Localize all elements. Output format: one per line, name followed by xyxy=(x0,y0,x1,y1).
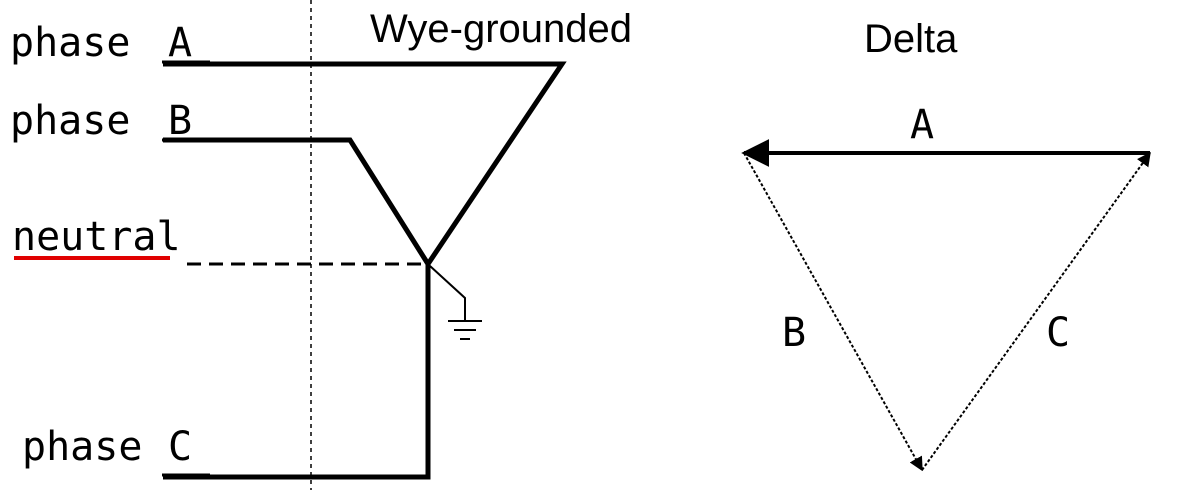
delta-label-c: C xyxy=(1046,310,1070,356)
svg-text:phase: phase xyxy=(22,424,142,470)
phase-a-label: phase A xyxy=(10,20,210,66)
svg-text:B: B xyxy=(168,98,192,144)
delta-label-a: A xyxy=(910,102,934,148)
delta-connection: A B C xyxy=(741,102,1151,472)
delta-label-b: B xyxy=(782,310,806,356)
phase-b-label: phase B xyxy=(10,98,210,144)
neutral-label: neutral xyxy=(12,214,181,260)
delta-title: Delta xyxy=(864,17,958,61)
phase-a-wire xyxy=(163,61,567,266)
svg-text:A: A xyxy=(168,20,192,66)
phase-c-wire xyxy=(163,264,431,480)
wye-connection xyxy=(163,61,567,480)
svg-text:C: C xyxy=(168,424,192,470)
wye-title: Wye-grounded xyxy=(370,7,632,51)
ground-icon xyxy=(429,265,482,340)
delta-side-b xyxy=(743,152,923,472)
phase-b-wire xyxy=(163,137,431,266)
svg-text:phase: phase xyxy=(10,98,130,144)
svg-text:neutral: neutral xyxy=(12,214,181,260)
delta-side-c xyxy=(921,151,1151,471)
svg-text:phase: phase xyxy=(10,20,130,66)
phase-c-label: phase C xyxy=(22,424,210,477)
